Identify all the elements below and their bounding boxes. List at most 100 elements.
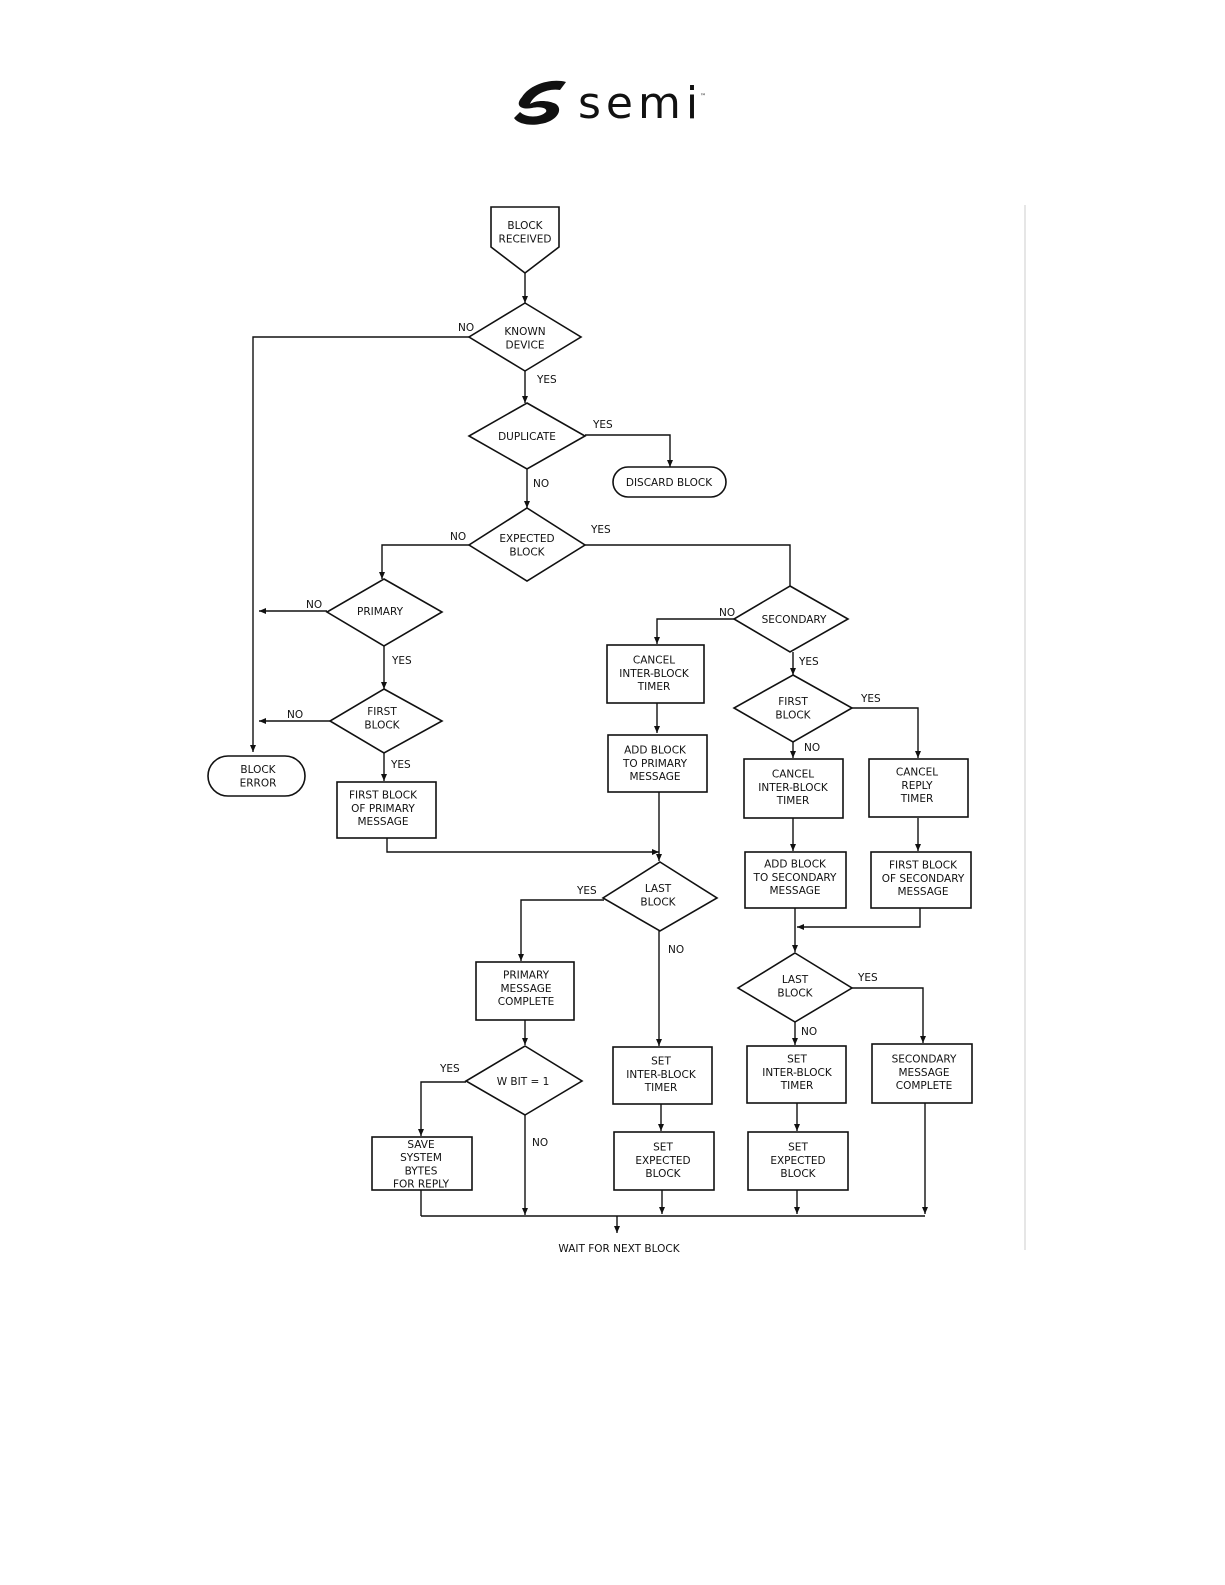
node-label-line: INTER-BLOCK xyxy=(758,782,829,794)
edge-label-last-block-s-yes: YES xyxy=(857,972,878,984)
node-label-line: REPLY xyxy=(901,780,933,792)
edge-label-wbit-yes: YES xyxy=(439,1063,460,1075)
node-label-line: TIMER xyxy=(644,1082,678,1094)
semi-swoosh-icon xyxy=(514,80,566,125)
node-label-line: FIRST xyxy=(367,706,397,718)
node-label-line: SET xyxy=(653,1142,673,1154)
node-primary: PRIMARY xyxy=(325,578,444,647)
node-label-line: TIMER xyxy=(780,1080,814,1092)
node-label-line: EXPECTED xyxy=(499,533,554,545)
edge-label-wbit-no: NO xyxy=(532,1137,548,1149)
logo-trademark: ™ xyxy=(700,93,706,100)
node-label-line: ADD BLOCK xyxy=(624,745,687,757)
node-label-line: DISCARD BLOCK xyxy=(626,477,713,489)
node-label-line: FIRST xyxy=(778,696,808,708)
node-label-line: EXPECTED xyxy=(635,1155,690,1167)
node-label-line: MESSAGE xyxy=(898,886,949,898)
node-label-line: FOR REPLY xyxy=(393,1179,450,1191)
node-label-line: MESSAGE xyxy=(770,885,821,897)
node-label-line: PRIMARY xyxy=(503,970,550,982)
node-label-line: CANCEL xyxy=(633,655,675,667)
node-label-line: COMPLETE xyxy=(498,996,555,1008)
node-label-line: SAVE xyxy=(407,1139,434,1151)
edge-label-first-block-s-no: NO xyxy=(804,742,820,754)
node-label-line: SET xyxy=(787,1054,807,1066)
node-label-line: LAST xyxy=(782,974,809,986)
node-label-line: BLOCK xyxy=(507,220,543,232)
node-label-line: TIMER xyxy=(637,681,671,693)
edge-label-duplicate-yes: YES xyxy=(592,419,613,431)
svg-text:SECONDARY: SECONDARY xyxy=(762,614,827,626)
edge-label-last-block-p-no: NO xyxy=(668,944,684,956)
node-label-line: BLOCK xyxy=(777,987,813,999)
edge-label-first-block-s-yes: YES xyxy=(860,693,881,705)
edge-label-expected-yes: YES xyxy=(590,524,611,536)
node-label-line: W BIT = 1 xyxy=(497,1076,550,1088)
node-label-line: OF PRIMARY xyxy=(351,803,415,815)
node-label-line: CANCEL xyxy=(772,769,814,781)
node-label-line: TO PRIMARY xyxy=(622,758,688,770)
node-label-line: LAST xyxy=(645,883,672,895)
node-label-line: SET xyxy=(788,1142,808,1154)
edge-labels: NO YES YES NO NO YES NO YES NO YES NO YE… xyxy=(287,322,881,1149)
logo-wordmark: semi xyxy=(578,78,703,129)
edge-label-first-block-yes: YES xyxy=(390,759,411,771)
node-label-line: FIRST BLOCK xyxy=(889,860,958,872)
node-label-line: MESSAGE xyxy=(358,816,409,828)
node-label-line: BLOCK xyxy=(240,764,276,776)
node-label-line: MESSAGE xyxy=(501,983,552,995)
edge-label-secondary-no: NO xyxy=(719,607,735,619)
node-label-line: ERROR xyxy=(240,777,277,789)
svg-text:DISCARD BLOCK: DISCARD BLOCK xyxy=(626,477,713,489)
edge-label-last-block-p-yes: YES xyxy=(576,885,597,897)
node-label-line: SET xyxy=(651,1056,671,1068)
node-label-line: COMPLETE xyxy=(896,1080,953,1092)
edge-label-last-block-s-no: NO xyxy=(801,1026,817,1038)
edge-label-first-block-no: NO xyxy=(287,709,303,721)
node-label-line: EXPECTED xyxy=(770,1155,825,1167)
edge-label-known-no: NO xyxy=(458,322,474,334)
node-secondary: SECONDARY xyxy=(732,585,850,653)
svg-text:WAIT FOR NEXT BLOCK: WAIT FOR NEXT BLOCK xyxy=(558,1243,680,1255)
node-label-line: FIRST BLOCK xyxy=(349,790,418,802)
node-label-line: DEVICE xyxy=(506,339,545,351)
node-label-line: SECONDARY xyxy=(762,614,827,626)
node-label-line: BLOCK xyxy=(640,896,676,908)
node-label-line: BYTES xyxy=(405,1165,438,1177)
edge-label-primary-yes: YES xyxy=(391,655,412,667)
svg-text:DUPLICATE: DUPLICATE xyxy=(498,431,556,443)
node-label-line: BLOCK xyxy=(775,709,811,721)
edge-label-primary-no: NO xyxy=(306,599,322,611)
node-label-line: RECEIVED xyxy=(499,233,552,245)
node-label-line: ADD BLOCK xyxy=(764,859,827,871)
node-label-line: BLOCK xyxy=(509,546,545,558)
node-label-line: INTER-BLOCK xyxy=(619,668,690,680)
node-label-line: MESSAGE xyxy=(630,771,681,783)
